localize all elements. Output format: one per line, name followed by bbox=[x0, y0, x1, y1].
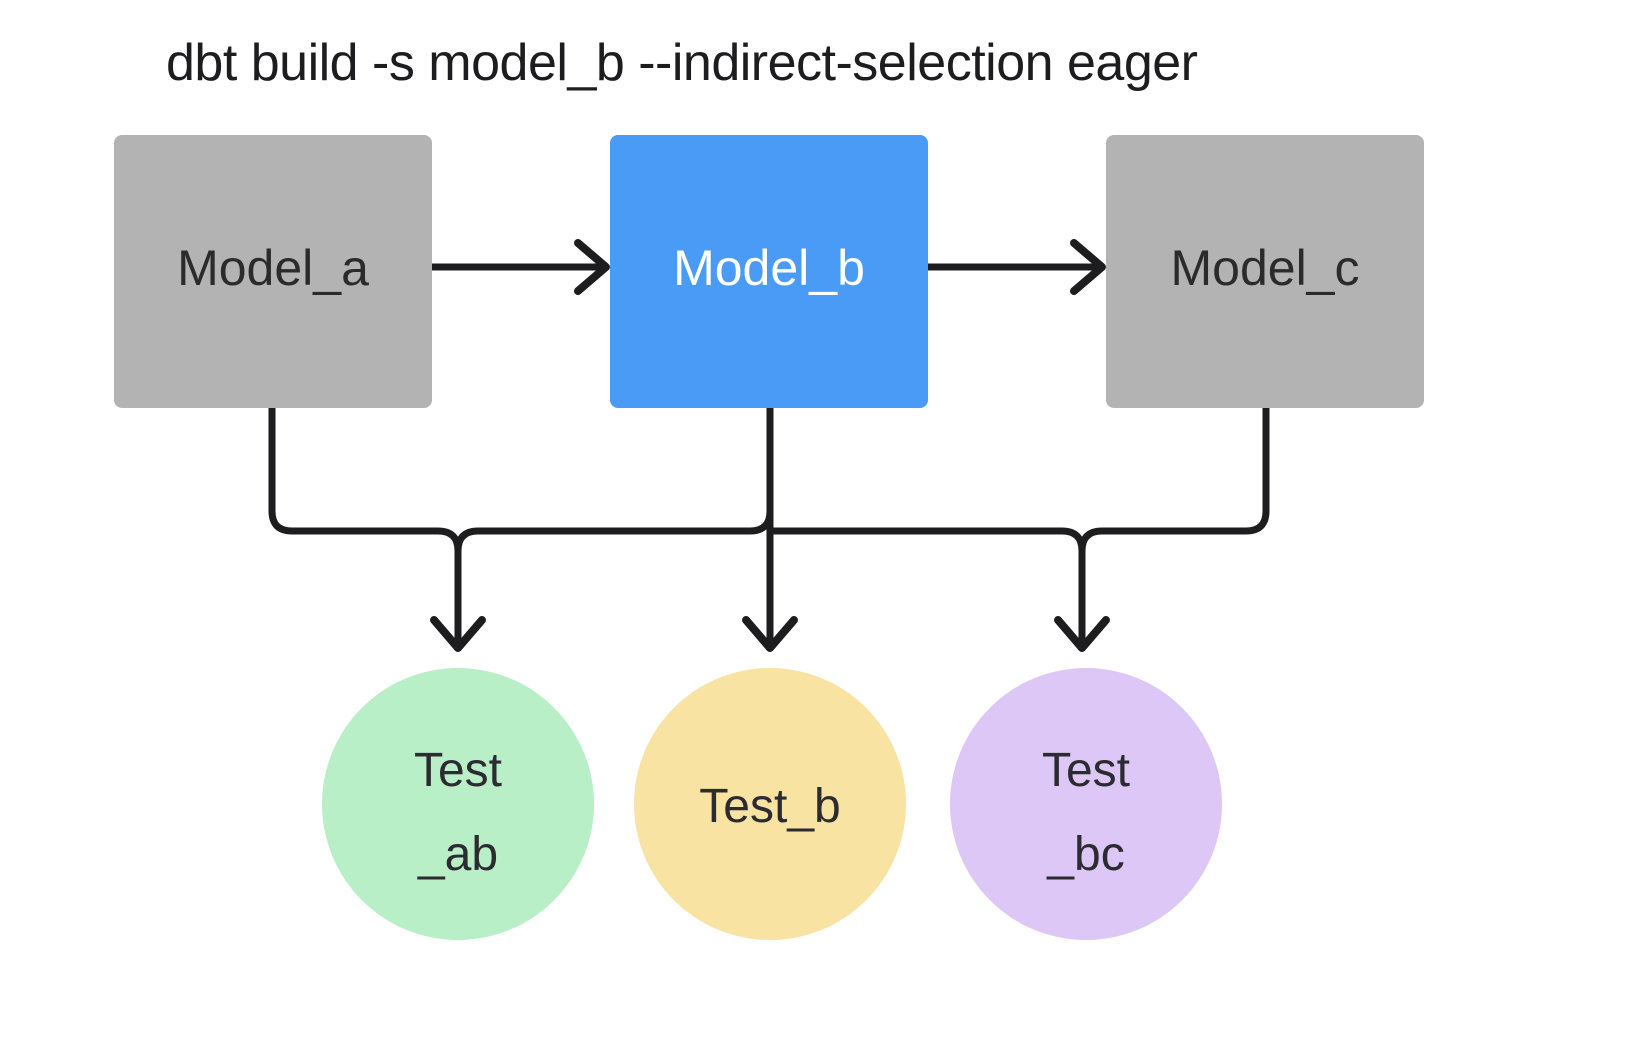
arrowhead-icon bbox=[742, 616, 798, 652]
node-test-bc-shape[interactable] bbox=[950, 668, 1222, 940]
edge-model-c-to-test-bc bbox=[1078, 404, 1270, 555]
arrowhead-icon bbox=[1070, 239, 1106, 295]
node-test-b[interactable]: Test_b bbox=[634, 668, 906, 940]
edge-model-b-to-model-c bbox=[924, 239, 1106, 295]
node-model-c-label: Model_c bbox=[1171, 240, 1360, 296]
edge-model-a-to-model-b bbox=[428, 239, 610, 295]
node-test-bc-label-line1: Test bbox=[1042, 744, 1130, 797]
edge-model-b-to-test-bc bbox=[766, 527, 1110, 652]
node-model-b-shape[interactable] bbox=[610, 135, 928, 408]
arrowhead-icon bbox=[1054, 616, 1110, 652]
arrowhead-icon bbox=[574, 239, 610, 295]
node-test-b-shape[interactable] bbox=[634, 668, 906, 940]
node-model-a-shape[interactable] bbox=[114, 135, 432, 408]
node-test-b-label-line1: Test_b bbox=[699, 780, 840, 833]
arrowhead-icon bbox=[430, 616, 486, 652]
diagram-title: dbt build -s model_b --indirect-selectio… bbox=[166, 34, 1198, 92]
node-model-b[interactable]: Model_b bbox=[610, 135, 928, 408]
node-test-ab-label-line1: Test bbox=[414, 744, 502, 797]
node-test-ab[interactable]: Test _ab bbox=[322, 668, 594, 940]
node-model-b-label: Model_b bbox=[673, 240, 865, 296]
node-test-ab-label-line2: _ab bbox=[417, 828, 498, 881]
node-model-c-shape[interactable] bbox=[1106, 135, 1424, 408]
node-model-a[interactable]: Model_a bbox=[114, 135, 432, 408]
edge-model-b-to-test-ab bbox=[454, 404, 774, 555]
node-test-ab-shape[interactable] bbox=[322, 668, 594, 940]
edge-model-b-to-test-b bbox=[742, 404, 798, 652]
node-test-bc-label-line2: _bc bbox=[1046, 828, 1124, 881]
node-model-c[interactable]: Model_c bbox=[1106, 135, 1424, 408]
node-test-bc[interactable]: Test _bc bbox=[950, 668, 1222, 940]
node-model-a-label: Model_a bbox=[177, 240, 369, 296]
edge-model-a-to-test-ab bbox=[268, 404, 486, 652]
